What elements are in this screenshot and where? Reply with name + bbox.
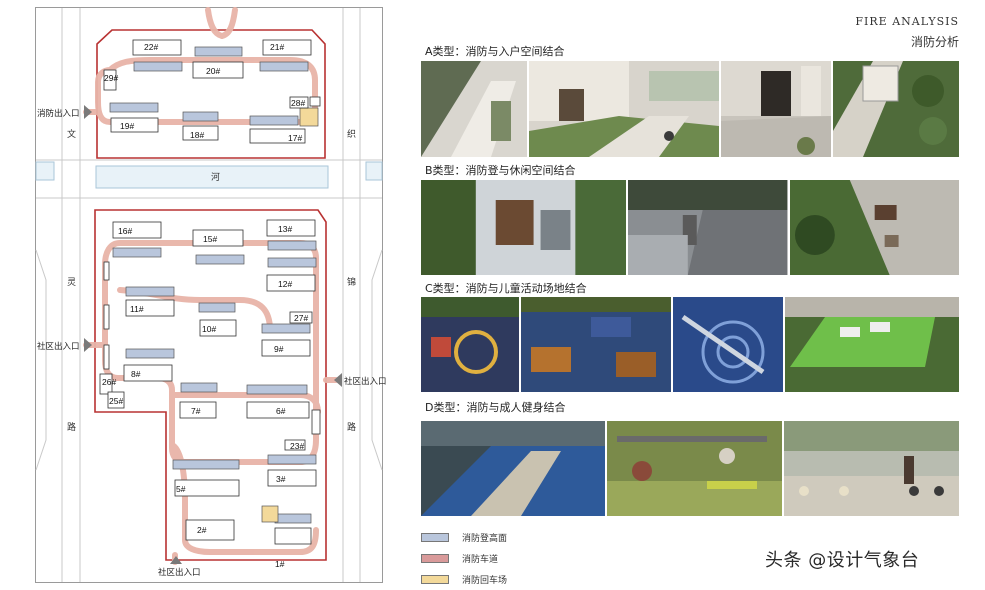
type-c-label: C类型：消防与儿童活动场地结合 [425, 282, 587, 295]
title-cn: 消防分析 [910, 35, 959, 49]
type-c-photos [421, 297, 959, 392]
river [95, 165, 329, 189]
building-label-5: 5# [176, 484, 186, 494]
building-label-29: 29# [104, 73, 118, 83]
legend: 消防登高面 消防车道 消防回车场 [421, 527, 507, 590]
legend-item: 消防车道 [421, 548, 507, 569]
building-label-1: 1# [275, 559, 285, 569]
legend-label: 消防登高面 [462, 534, 508, 544]
site-plan: 1# 2# 3# 5# 6# 7# 8# 9# 10# 11# 12# 13# … [35, 7, 387, 583]
south-site-boundary [94, 209, 327, 561]
road-west-char-1: 文 [67, 128, 76, 139]
photo-a1 [421, 61, 527, 157]
building-label-17: 17# [288, 133, 302, 143]
building-label-2: 2# [197, 525, 207, 535]
building-label-6: 6# [276, 406, 286, 416]
building-label-16: 16# [118, 226, 132, 236]
legend-label: 消防回车场 [462, 576, 508, 586]
road-lines [35, 8, 383, 582]
photo-b3 [789, 180, 959, 275]
building-label-28: 28# [291, 98, 305, 108]
photo-c4 [785, 297, 959, 392]
photo-a3 [721, 61, 831, 157]
legend-swatch-lane [421, 554, 449, 563]
building-label-7: 7# [191, 406, 201, 416]
building-label-8: 8# [131, 369, 141, 379]
entrance-arrow-east [334, 373, 342, 387]
road-west-char-3: 路 [67, 421, 76, 432]
building-label-15: 15# [203, 234, 217, 244]
north-site-boundary [96, 29, 326, 159]
building-label-22: 22# [144, 42, 158, 52]
photo-b1 [421, 180, 627, 275]
type-b-photos [421, 180, 959, 275]
building-label-20: 20# [206, 66, 220, 76]
type-a-label: A类型：消防与入户空间结合 [425, 45, 565, 58]
building-label-12: 12# [278, 279, 292, 289]
road-east-char-3: 路 [347, 421, 356, 432]
building-label-10: 10# [202, 324, 216, 334]
building-label-18: 18# [190, 130, 204, 140]
building-label-23: 23# [290, 441, 304, 451]
building-footprints [99, 39, 321, 545]
entrance-label-east: 社区出入口 [344, 376, 387, 386]
road-east-char-1: 织 [347, 128, 356, 139]
photo-c1 [421, 297, 519, 392]
photo-d1 [421, 421, 605, 516]
type-b-label: B类型：消防登与休闲空间结合 [425, 164, 576, 177]
entrance-arrow-west-mid [84, 338, 92, 352]
entrance-arrow-south [170, 556, 182, 564]
legend-item: 消防回车场 [421, 569, 507, 590]
title-en: FIRE ANALYSIS [855, 15, 959, 28]
photo-c2 [521, 297, 671, 392]
photo-c3 [673, 297, 783, 392]
entrance-arrow-west-top [84, 105, 92, 119]
building-label-13: 13# [278, 224, 292, 234]
building-label-27: 27# [294, 313, 308, 323]
legend-item: 消防登高面 [421, 527, 507, 548]
river-label: 河 [211, 171, 220, 182]
building-label-9: 9# [274, 344, 284, 354]
type-d-photos [421, 421, 959, 516]
photo-a2 [529, 61, 719, 157]
building-label-19: 19# [120, 121, 134, 131]
road-west-char-2: 灵 [67, 277, 76, 287]
entrance-label-south: 社区出入口 [158, 567, 201, 577]
fire-climbing-faces [109, 46, 317, 524]
building-label-11: 11# [130, 304, 144, 314]
legend-label: 消防车道 [462, 555, 499, 565]
entrance-arrows [84, 105, 342, 564]
fire-turnaround [261, 107, 319, 523]
type-a-photos [421, 61, 959, 157]
building-label-26: 26# [102, 377, 116, 387]
legend-swatch-climbing [421, 533, 449, 542]
building-label-21: 21# [270, 42, 284, 52]
road-east-char-2: 锦 [347, 276, 356, 287]
building-label-25: 25# [109, 396, 123, 406]
photo-a4 [833, 61, 959, 157]
entrance-label-west-top: 消防出入口 [37, 108, 80, 118]
watermark: 头条 @设计气象台 [765, 550, 920, 571]
type-d-label: D类型：消防与成人健身结合 [425, 401, 566, 414]
legend-swatch-turnaround [421, 575, 449, 584]
building-label-3: 3# [276, 474, 286, 484]
photo-d2 [607, 421, 782, 516]
entrance-label-west-mid: 社区出入口 [37, 341, 80, 351]
photo-b2 [628, 180, 788, 275]
photo-d3 [784, 421, 959, 516]
